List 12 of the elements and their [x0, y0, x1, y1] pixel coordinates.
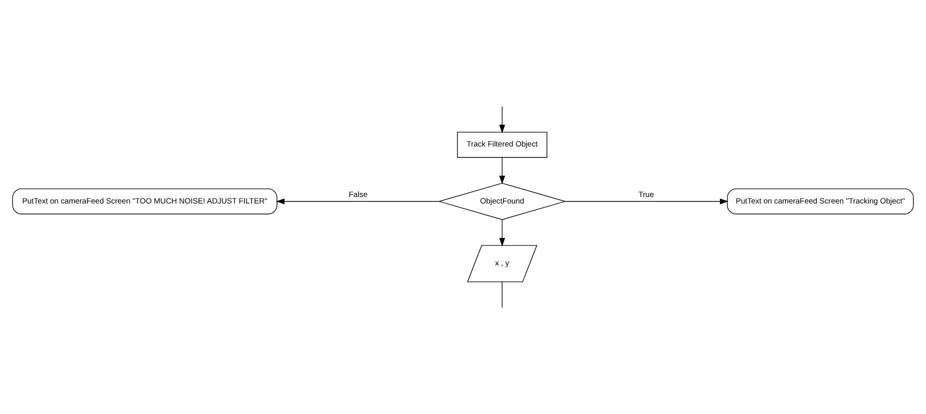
edge-label: False [348, 190, 368, 200]
connector [502, 282, 503, 308]
node-box: PutText on cameraFeed Screen "TOO MUCH NOISE! ADJUST FILTER" [12, 188, 278, 214]
arrow [276, 198, 440, 204]
arrow [564, 198, 728, 204]
arrow [499, 157, 506, 184]
edge-label: True [638, 190, 654, 200]
arrow [499, 219, 506, 246]
node-box: PutText on cameraFeed Screen "Tracking Object" [726, 188, 914, 214]
node-diamond: ObjectFound [438, 182, 566, 220]
node-box: Track Filtered Object [457, 132, 548, 158]
arrow [499, 106, 506, 134]
